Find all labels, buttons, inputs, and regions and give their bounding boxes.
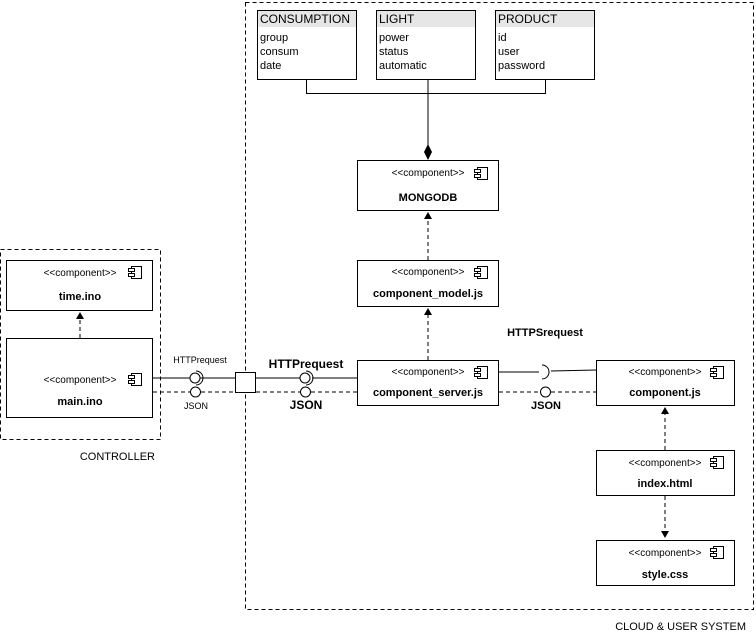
required-interface-icon [541,364,550,380]
component-model-label: component_model.js [373,288,483,300]
stereotype-label: <<component>> [44,375,117,386]
component-server-label: component_server.js [373,387,483,399]
ctrl-json-label: JSON [184,401,208,411]
component-server[interactable]: <<component>> component_server.js [357,360,499,406]
component-icon [128,266,142,279]
provided-interface-icon [299,372,311,384]
component-icon [710,456,724,469]
provided-interface-icon [300,386,311,398]
class-consumption-attr: consum [260,46,299,58]
server-json-label: JSON [290,398,323,412]
component-time-label: time.ino [59,291,101,303]
stereotype-label: <<component>> [392,367,465,378]
component-style-label: style.css [642,569,688,581]
composition-diamond-icon [424,144,432,160]
stereotype-label: <<component>> [629,548,702,559]
class-consumption-title: CONSUMPTION [260,12,350,26]
class-product-attr: user [498,46,520,58]
stereotype-label: <<component>> [392,267,465,278]
component-icon [474,366,488,379]
cloud-user-system-container [245,2,754,610]
component-mongodb-label: MONGODB [399,192,458,204]
component-model[interactable]: <<component>> component_model.js [357,260,499,307]
server-interface-links [256,370,357,398]
component-style[interactable]: <<component>> style.css [596,540,735,586]
composition-connector [306,80,546,160]
class-consumption[interactable]: CONSUMPTION group consum date [257,10,357,80]
class-product-attr: id [498,32,507,44]
stereotype-label: <<component>> [629,367,702,378]
component-client[interactable]: <<component>> component.js [596,360,735,406]
component-main[interactable]: <<component>> main.ino [6,338,153,418]
component-icon [474,167,488,180]
component-index-label: index.html [637,478,692,490]
server-request-label: HTTPrequest [269,357,344,371]
class-light-attr: power [379,32,409,44]
provided-interface-icon [540,386,551,398]
component-mongodb[interactable]: <<component>> MONGODB [357,160,499,211]
component-time[interactable]: <<component>> time.ino [6,260,153,311]
provided-interface-icon [189,372,201,384]
component-icon [710,366,724,379]
ctrl-request-label: HTTPrequest [173,355,227,365]
component-icon [474,266,488,279]
class-product[interactable]: PRODUCT id user password [495,10,595,80]
required-interface-icon [305,370,314,386]
class-consumption-attr: group [260,32,288,44]
class-light-title: LIGHT [379,12,415,26]
cloud-container-label: CLOUD & USER SYSTEM [615,621,746,633]
class-product-title: PRODUCT [498,12,558,26]
class-light-attr: automatic [379,60,427,72]
stereotype-label: <<component>> [392,168,465,179]
client-request-label: HTTPSrequest [507,327,583,339]
client-json-label: JSON [531,400,561,412]
controller-container-label: CONTROLLER [80,451,155,463]
class-consumption-attr: date [260,60,281,72]
client-interface-links [499,364,597,398]
required-interface-icon [195,370,204,386]
class-light[interactable]: LIGHT power status automatic [376,10,476,80]
class-light-attr: status [379,46,409,58]
component-icon [710,546,724,559]
stereotype-label: <<component>> [629,458,702,469]
component-main-label: main.ino [57,396,103,408]
provided-interface-icon [190,386,201,398]
port-square [235,372,256,393]
component-client-label: component.js [629,387,701,399]
component-icon [128,373,142,386]
component-index[interactable]: <<component>> index.html [596,450,735,496]
controller-interface-links [153,370,235,398]
class-product-attr: password [498,60,545,72]
stereotype-label: <<component>> [44,268,117,279]
controller-container [0,249,161,440]
